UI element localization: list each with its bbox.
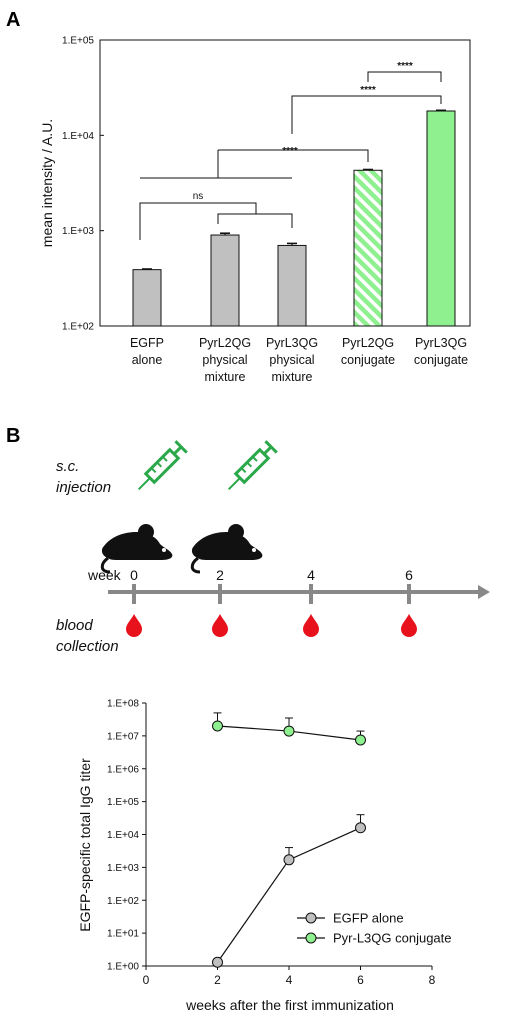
bar-chart-y-ticks: 1.E+02 1.E+03 1.E+04 1.E+05 (62, 36, 104, 333)
timeline-week-label: 2 (216, 567, 224, 583)
bar-category-label: physical (202, 353, 247, 367)
bar-category-label: alone (132, 353, 163, 367)
line-chart-y-tick-label: 1.E+05 (107, 797, 139, 808)
line-chart-x-tick-label: 2 (214, 973, 221, 987)
syringe-icon (137, 440, 188, 491)
series-point (283, 854, 295, 866)
significance-label: **** (397, 61, 413, 72)
bar-chart-y-tick-label: 1.E+02 (62, 322, 94, 333)
timeline-week-label: 0 (130, 567, 138, 583)
line-chart-y-tick-label: 1.E+01 (107, 929, 139, 940)
significance-bracket (367, 71, 442, 82)
bar-category-label: mixture (272, 370, 313, 384)
bar-chart-bars (132, 109, 456, 327)
bar (353, 169, 383, 327)
injection-label-line-1: s.c. (56, 458, 79, 475)
bar (210, 234, 240, 327)
line-chart-x-tick-label: 8 (429, 973, 436, 987)
line-chart-y-tick-label: 1.E+03 (107, 863, 139, 874)
timeline-week-marks: 0 2 4 6 (126, 567, 417, 637)
injection-label-line-2: injection (56, 479, 111, 496)
significance-bracket (139, 202, 257, 240)
line-chart-y-tick-label: 1.E+08 (107, 699, 139, 710)
series-point (355, 822, 366, 834)
line-chart-series (212, 712, 366, 968)
bar (426, 110, 456, 327)
line-chart-x-tick-label: 6 (357, 973, 364, 987)
significance-label: **** (360, 85, 376, 96)
line-chart-y-tick-label: 1.E+00 (107, 962, 139, 973)
bar-category-label: PyrL3QG (266, 336, 318, 350)
legend-entry: Pyr-L3QG conjugate (333, 931, 452, 946)
line-chart-x-ticks: 0 2 4 6 8 (143, 966, 436, 987)
bar (132, 269, 162, 327)
bar (277, 244, 307, 327)
significance-label: **** (282, 146, 298, 157)
series-point (212, 956, 223, 968)
mouse-icon (190, 524, 263, 574)
timeline-arrowhead (478, 585, 490, 599)
line-chart-y-axis-label: EGFP-specific total IgG titer (77, 758, 93, 932)
immunization-scheme: s.c. injection (56, 440, 490, 655)
bar-chart-category-labels: EGFP alone PyrL2QG physical mixture PyrL3QG ph… (130, 336, 468, 384)
bar-category-label: PyrL3QG (415, 336, 467, 350)
legend-entry: EGFP alone (333, 911, 404, 926)
line-chart-y-tick-label: 1.E+04 (107, 830, 139, 841)
legend-marker (305, 932, 317, 944)
bar-chart-y-tick-label: 1.E+05 (62, 36, 94, 47)
bar-category-label: PyrL2QG (199, 336, 251, 350)
line-chart-igg-titer: 1.E+00 1.E+01 1.E+02 1.E+03 1.E+04 1.E+05 1.E+… (77, 699, 452, 1014)
bar-category-label: PyrL2QG (342, 336, 394, 350)
bar-chart-y-tick-label: 1.E+04 (62, 131, 94, 142)
line-chart-x-tick-label: 4 (286, 973, 293, 987)
bar-chart-y-tick-label: 1.E+03 (62, 226, 94, 237)
line-chart-x-axis-label: weeks after the first immunization (185, 997, 394, 1013)
legend-marker (305, 912, 317, 924)
bar-category-label: EGFP (130, 336, 164, 350)
significance-bracket (218, 149, 369, 162)
series-point (212, 720, 223, 732)
series-point (283, 725, 295, 737)
mouse-icon (100, 524, 173, 574)
bar-category-label: conjugate (341, 353, 395, 367)
line-chart-y-tick-label: 1.E+02 (107, 896, 139, 907)
bar-chart-mean-intensity: 1.E+02 1.E+03 1.E+04 1.E+05 mean intensity … (39, 36, 471, 384)
bar-chart-y-axis-label: mean intensity / A.U. (39, 119, 55, 247)
blood-drop-icon (401, 614, 417, 637)
panel-b-letter: B (6, 425, 20, 447)
timeline-week-label: 6 (405, 567, 413, 583)
significance-bracket (291, 95, 442, 134)
bar-category-label: mixture (205, 370, 246, 384)
line-chart-y-ticks: 1.E+00 1.E+01 1.E+02 1.E+03 1.E+04 1.E+05 1.E+… (107, 699, 146, 973)
line-chart-y-tick-label: 1.E+06 (107, 764, 139, 775)
line-chart-y-tick-label: 1.E+07 (107, 731, 139, 742)
syringe-icon (227, 440, 278, 491)
significance-bracket (217, 213, 293, 228)
blood-drop-icon (303, 614, 319, 637)
blood-drop-icon (126, 614, 142, 637)
blood-label-line-2: collection (56, 638, 119, 655)
timeline-week-label: 4 (307, 567, 315, 583)
timeline-week-prefix: week (87, 567, 122, 583)
series-point (355, 734, 366, 746)
blood-label-line-1: blood (56, 617, 93, 634)
line-chart-x-tick-label: 0 (143, 973, 150, 987)
bar-category-label: physical (269, 353, 314, 367)
blood-drop-icon (212, 614, 228, 637)
bar-category-label: conjugate (414, 353, 468, 367)
bar-chart-significance-brackets: ns **** **** **** (139, 61, 442, 240)
panel-a-letter: A (6, 9, 20, 31)
significance-label: ns (193, 191, 204, 202)
